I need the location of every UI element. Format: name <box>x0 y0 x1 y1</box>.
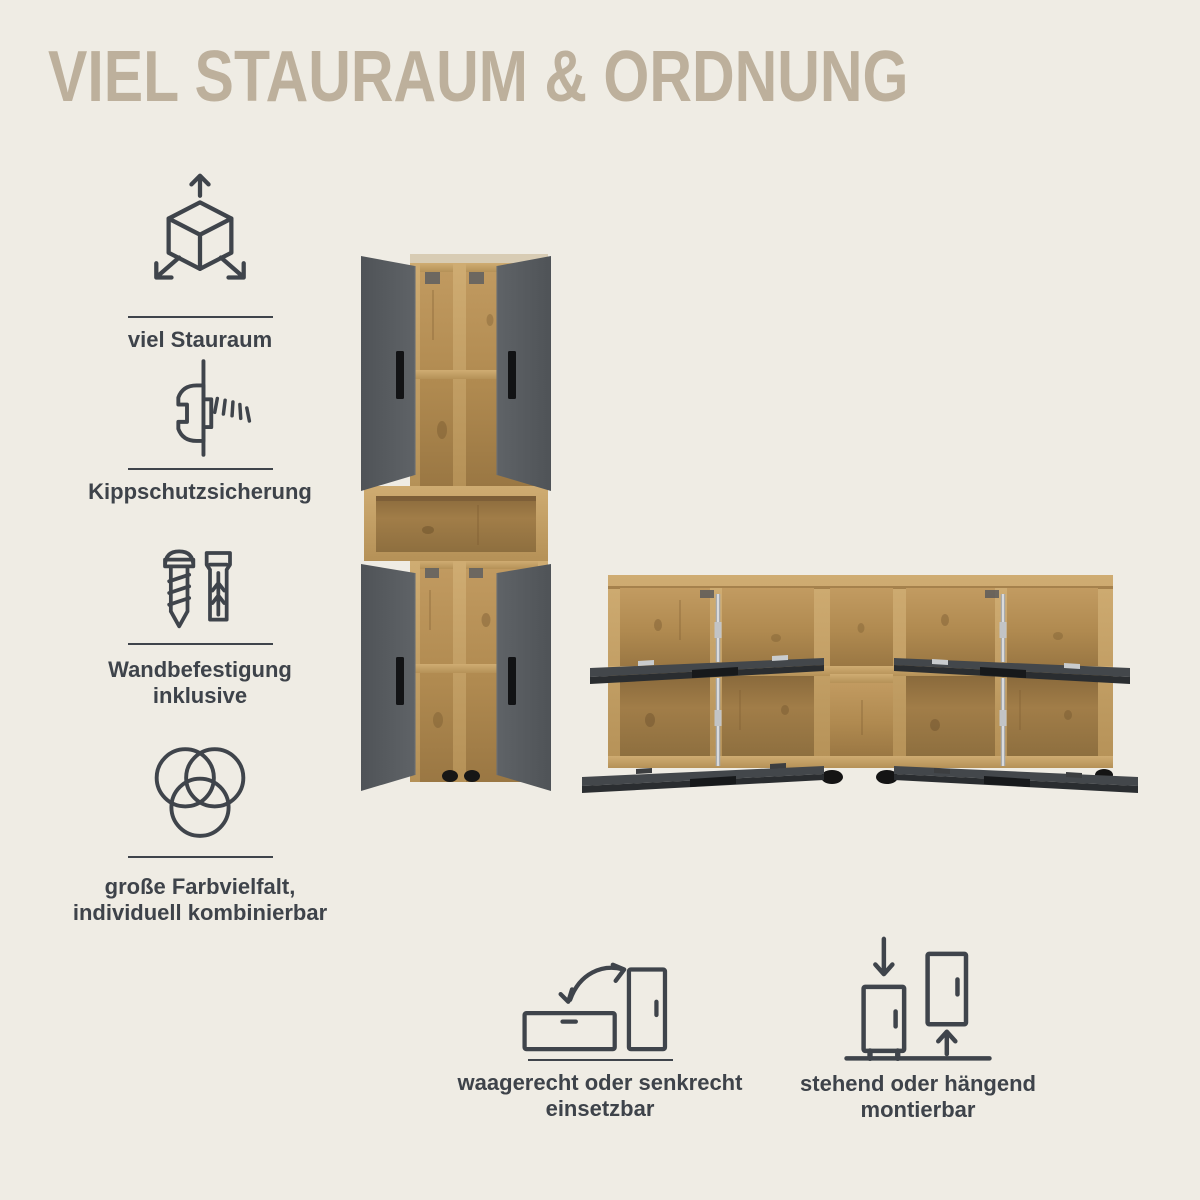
cabinet-doors <box>361 256 551 791</box>
page-title: VIEL STAURAUM & ORDNUNG <box>48 37 909 117</box>
flap-door <box>582 766 824 786</box>
door-handle <box>396 351 404 399</box>
cabinet-top-edge <box>410 254 548 263</box>
feature-item-farbvielfalt: große Farbvielfalt, individuell kombinie… <box>50 744 350 926</box>
door-handle <box>396 657 404 705</box>
divider <box>527 1059 673 1061</box>
feature-label: Wandbefestigung inklusive <box>108 657 292 708</box>
cabinet-door <box>497 256 551 491</box>
door-handle <box>508 657 516 705</box>
flap-handle <box>690 776 736 787</box>
cabinet-door <box>361 564 415 791</box>
horizontal-or-vertical-icon <box>517 958 683 1053</box>
feature-label: viel Stauraum <box>127 327 273 352</box>
feature-label: Kippschutzsicherung <box>88 479 312 504</box>
gas-lift-stays <box>714 594 1007 766</box>
sideboard-flaps <box>582 655 1138 793</box>
sideboard-foot <box>821 770 843 784</box>
overlapping-circles-icon <box>140 744 260 848</box>
cabinet-foot <box>464 770 480 782</box>
feature-item-orientation: waagerecht oder senkrecht einsetzbar <box>440 958 760 1122</box>
sideboard-foot <box>876 770 898 784</box>
divider <box>127 468 273 470</box>
divider <box>127 643 273 645</box>
flap-handle <box>692 667 738 678</box>
feature-label: waagerecht oder senkrecht einsetzbar <box>457 1070 743 1121</box>
feature-label: große Farbvielfalt, individuell kombinie… <box>72 874 328 925</box>
cabinet-foot <box>442 770 458 782</box>
feature-item-montage: stehend oder hängend montierbar <box>768 928 1068 1123</box>
divider <box>127 856 273 858</box>
cube-arrows-icon <box>140 172 260 286</box>
feature-label: stehend oder hängend montierbar <box>800 1071 1036 1122</box>
flap-handle <box>980 667 1026 678</box>
door-handle <box>508 351 516 399</box>
flap-door <box>894 766 1138 786</box>
screw-and-dowel-icon <box>140 543 260 643</box>
cabinet-door <box>361 256 415 491</box>
standing-or-hanging-icon <box>838 928 998 1065</box>
tall-cabinet-image <box>358 250 554 800</box>
flap-door <box>894 658 1130 677</box>
feature-item-kippschutz: Kippschutzsicherung <box>50 356 350 505</box>
divider <box>127 316 273 318</box>
tilt-protection-icon <box>140 356 260 460</box>
flap-handle <box>984 776 1030 787</box>
cabinet-open-niche <box>364 486 548 561</box>
feature-item-stauraum: viel Stauraum <box>50 172 350 353</box>
cabinet-shelf <box>410 370 548 379</box>
cabinet-shelf <box>410 664 548 673</box>
cabinet-door <box>497 564 551 791</box>
sideboard-image <box>580 570 1145 815</box>
flap-door <box>590 658 824 677</box>
feature-item-wandbefestigung: Wandbefestigung inklusive <box>50 543 350 709</box>
